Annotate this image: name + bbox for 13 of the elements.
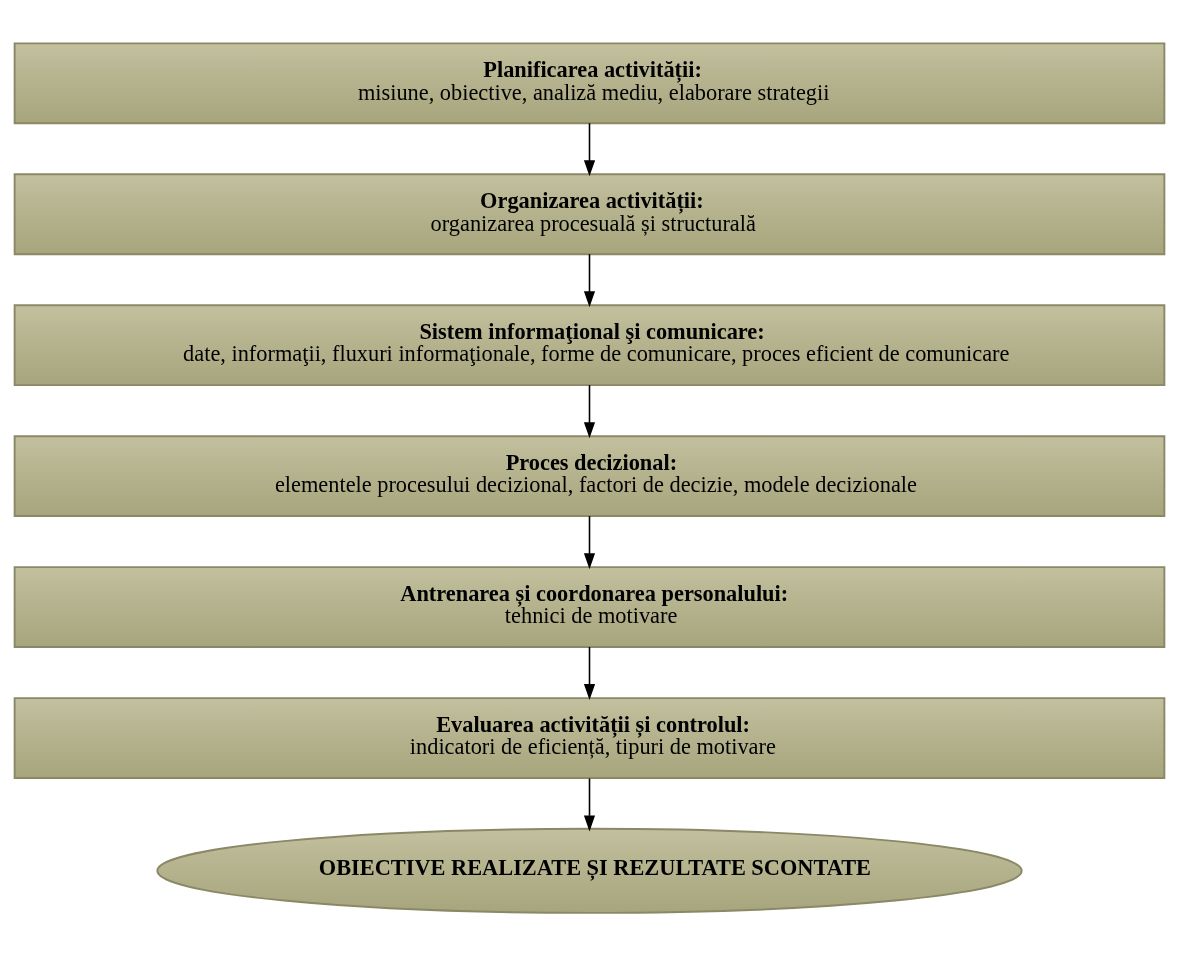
node-box: Evaluarea activității și controlul: indicatori de eficiență, tipuri de motivare bbox=[13, 696, 1166, 779]
node-box: Proces decizional: elementele procesului decizional, factori de decizie, modele decizionale bbox=[13, 434, 1166, 517]
arrow bbox=[583, 777, 596, 831]
arrow bbox=[583, 645, 596, 700]
arrow bbox=[583, 121, 596, 176]
node-box: Antrenarea și coordonarea personalului: tehnici de motivare bbox=[13, 565, 1166, 648]
arrow bbox=[583, 514, 596, 569]
arrow bbox=[583, 252, 596, 307]
node-box: Planificarea activității: misiune, obiective, analiză mediu, elaborare strategii bbox=[13, 41, 1166, 124]
node-box: Sistem informaţional şi comunicare: date, informaţii, fluxuri informaţionale, forme de comunicare, proces eficient de comunicare bbox=[13, 303, 1166, 386]
arrow bbox=[583, 383, 596, 438]
node-ellipse: OBIECTIVE REALIZATE ȘI REZULTATE SCONTATE bbox=[156, 827, 1023, 914]
node-box: Organizarea activității: organizarea procesuală și structurală bbox=[13, 172, 1166, 255]
